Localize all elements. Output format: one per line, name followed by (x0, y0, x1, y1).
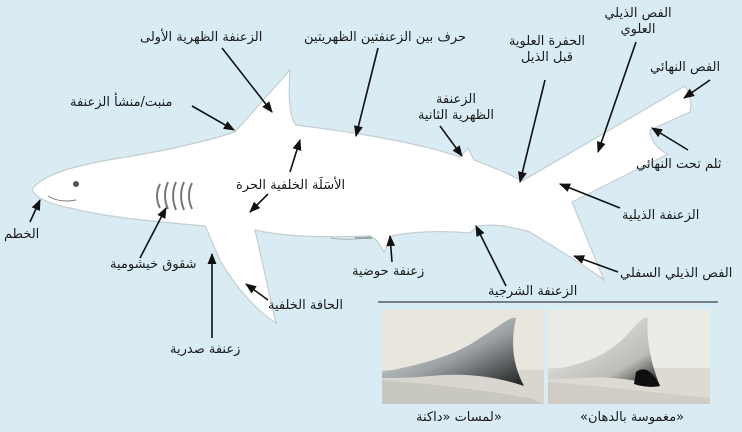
label-first-dorsal-fin: الزعنفة الظهرية الأولى (140, 30, 262, 46)
arrow-first-dorsal (222, 48, 272, 112)
photo-dusky-tips (382, 310, 544, 404)
label-terminal-lobe: الفص النهائي (650, 60, 720, 76)
label-precaudal-pit: الحفرة العلوية قبل الذيل (504, 34, 590, 66)
caption-dusky-tips: لمسات «داكنة» (416, 410, 502, 425)
arrow-terminal-lobe (684, 80, 710, 98)
arrow-interdorsal (356, 48, 378, 136)
label-pectoral-fin: زعنفة صدرية (170, 342, 240, 358)
label-fin-origin: منبت/منشأ الزعنفة (70, 95, 173, 111)
photo-paint-dipped (548, 310, 710, 404)
label-subterminal-notch: ثلم تحت النهائي (636, 157, 722, 173)
arrow-snout (30, 200, 40, 222)
label-second-dorsal-fin: الزعنفة الظهرية الثانية (416, 92, 496, 124)
label-lower-caudal-lobe: الفص الذيلي السفلي (620, 266, 732, 282)
label-gill-slits: شقوق خيشومية (110, 257, 197, 273)
label-interdorsal-ridge: حرف بين الزعنفتين الظهريتين (304, 30, 466, 46)
arrow-pelvic-fin (390, 236, 392, 262)
label-upper-caudal-lobe: الفص الذيلي العلوي (600, 6, 676, 38)
arrow-fin-origin (192, 106, 234, 130)
arrow-anal-fin (476, 226, 506, 286)
shark-eye (73, 181, 79, 187)
label-caudal-fin: الزعنفة الذيلية (622, 208, 699, 224)
label-snout: الخطم (4, 227, 39, 243)
label-pelvic-fin: زعنفة حوضية (352, 264, 424, 280)
arrow-precaudal (520, 80, 545, 182)
label-anal-fin: الزعنفة الشرجية (488, 284, 577, 300)
caption-paint-dipped: «مغموسة بالدهان» (580, 410, 684, 425)
label-free-rear-tip: الأسَلَة الخلفية الحرة (236, 178, 345, 194)
label-trailing-edge: الحافة الخلفية (268, 298, 343, 314)
